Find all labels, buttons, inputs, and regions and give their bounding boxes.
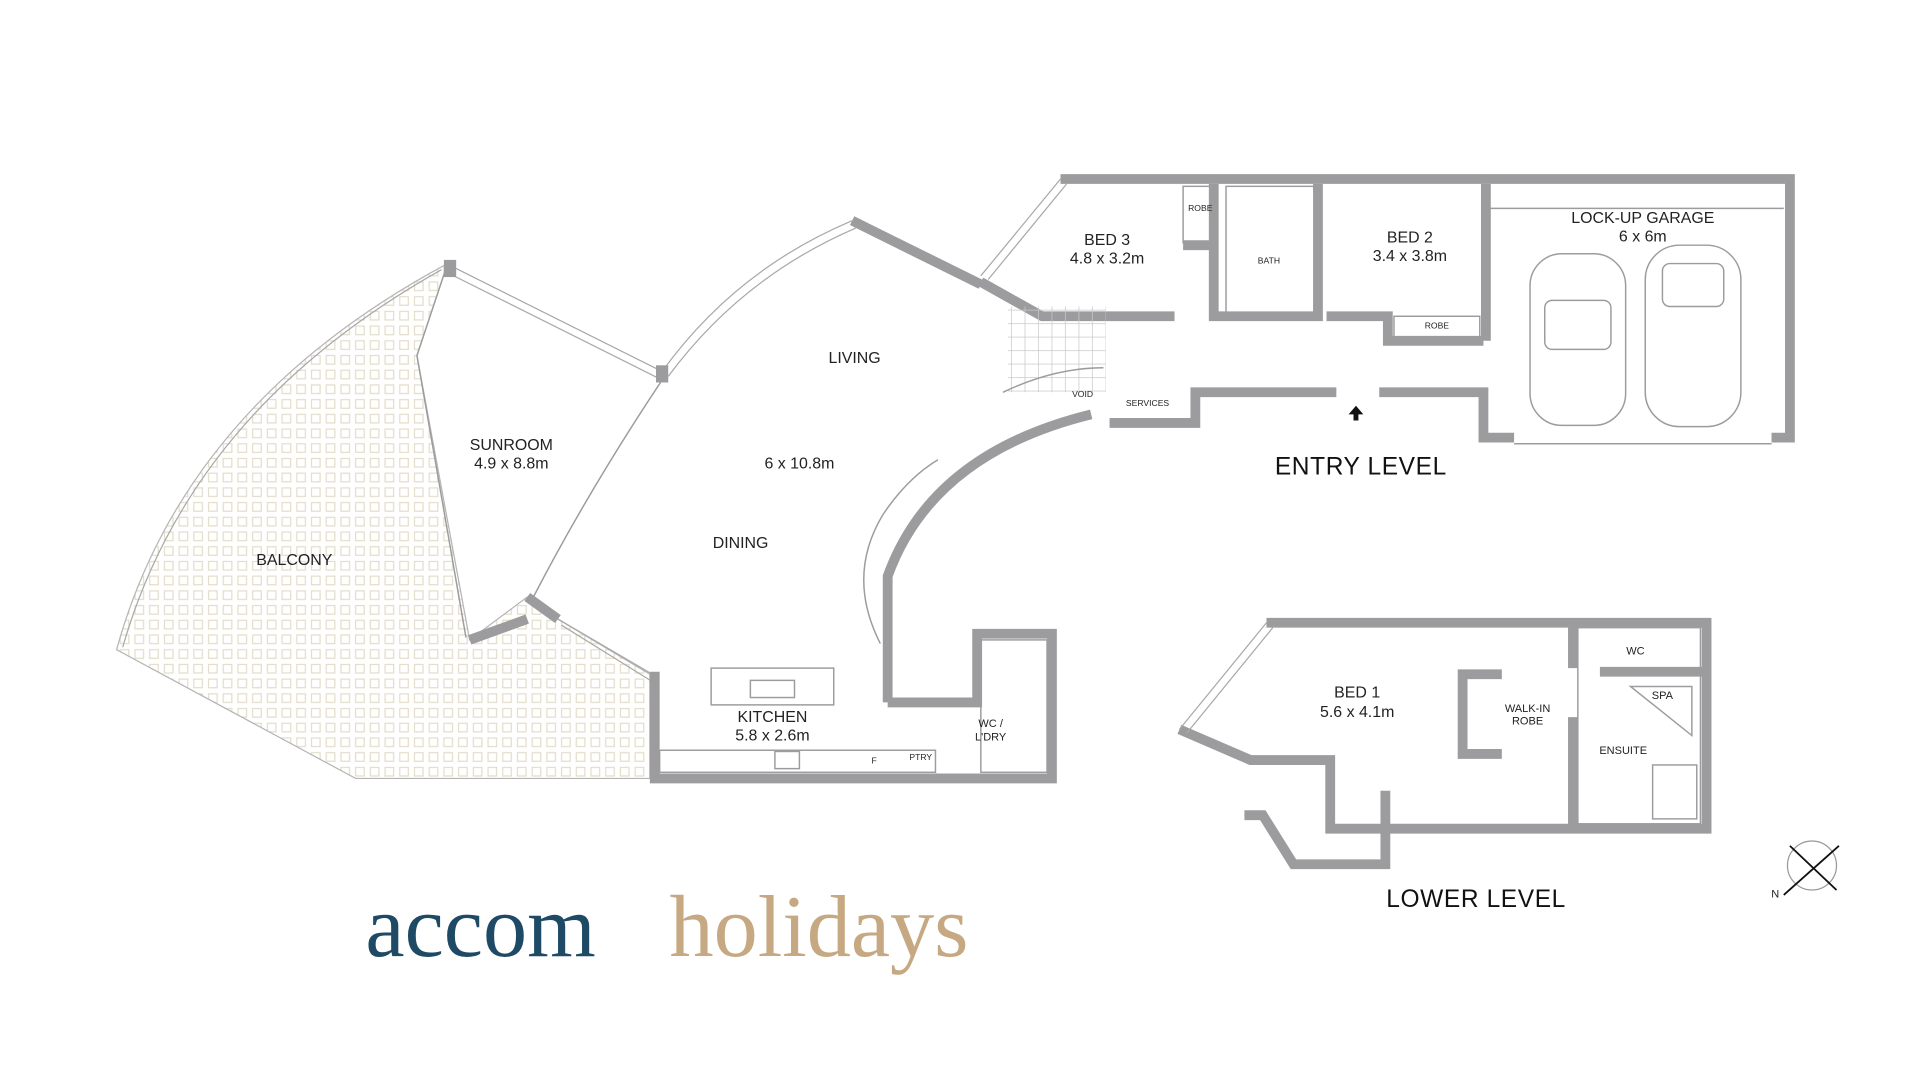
logo-part-holidays: holidays bbox=[669, 878, 968, 976]
spa-label: SPA bbox=[1652, 690, 1674, 702]
bed2-size: 3.4 x 3.8m bbox=[1373, 248, 1447, 265]
kitchen-label: KITCHEN bbox=[737, 709, 807, 726]
living-label: LIVING bbox=[828, 350, 880, 367]
bath-label: BATH bbox=[1258, 256, 1280, 266]
kitchen-size: 5.8 x 2.6m bbox=[735, 727, 809, 744]
dining-label: DINING bbox=[713, 535, 769, 552]
sunroom-label: SUNROOM bbox=[470, 437, 553, 454]
entry-arrow-icon bbox=[1348, 405, 1364, 421]
walkin-robe-label: WALK-IN bbox=[1505, 703, 1551, 715]
bed1-label: BED 1 bbox=[1334, 685, 1380, 702]
lower-level-walls bbox=[1177, 617, 1712, 870]
compass-icon: N bbox=[1771, 840, 1840, 900]
fridge-label: F bbox=[872, 756, 877, 766]
garage-label: LOCK-UP GARAGE bbox=[1571, 210, 1714, 227]
bed3-label: BED 3 bbox=[1084, 232, 1130, 249]
garage-size: 6 x 6m bbox=[1619, 228, 1667, 245]
balcony-label: BALCONY bbox=[256, 552, 332, 569]
wc-laundry-label-2: L'DRY bbox=[975, 731, 1007, 743]
bed3-size: 4.8 x 3.2m bbox=[1070, 251, 1144, 268]
void-label: VOID bbox=[1072, 389, 1093, 399]
services-label: SERVICES bbox=[1126, 398, 1170, 408]
lower-level-title: LOWER LEVEL bbox=[1386, 886, 1566, 913]
wc-label: WC bbox=[1626, 646, 1644, 658]
living-dining-size: 6 x 10.8m bbox=[764, 455, 834, 472]
staircase bbox=[1002, 306, 1106, 393]
walkin-robe-label-2: ROBE bbox=[1512, 715, 1543, 727]
wc-laundry-label: WC / bbox=[978, 718, 1003, 730]
ensuite-label: ENSUITE bbox=[1599, 745, 1647, 757]
logo: accom holidays bbox=[365, 878, 968, 976]
entry-level-title: ENTRY LEVEL bbox=[1275, 453, 1447, 480]
entry-level-walls bbox=[416, 174, 1795, 784]
pantry-label: PTRY bbox=[909, 752, 932, 762]
car-icon bbox=[1529, 244, 1742, 428]
sunroom-size: 4.9 x 8.8m bbox=[474, 455, 548, 472]
robe-bed2-label: ROBE bbox=[1425, 321, 1450, 331]
balcony bbox=[115, 262, 651, 780]
logo-part-accom: accom bbox=[365, 878, 595, 976]
bed1-size: 5.6 x 4.1m bbox=[1320, 704, 1394, 721]
bed2-label: BED 2 bbox=[1387, 230, 1433, 247]
compass-north-label: N bbox=[1771, 888, 1779, 900]
robe-bed3-label: ROBE bbox=[1188, 203, 1213, 213]
